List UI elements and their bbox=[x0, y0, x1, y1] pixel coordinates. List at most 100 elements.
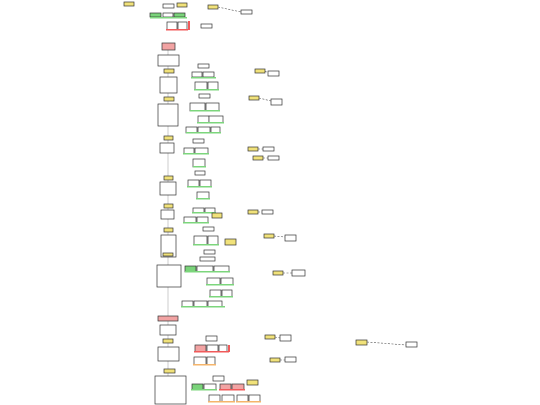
process-node[interactable] bbox=[218, 344, 228, 353]
note-node[interactable] bbox=[163, 368, 176, 374]
note-node[interactable] bbox=[163, 175, 174, 181]
note-node[interactable] bbox=[355, 339, 368, 346]
process-node[interactable] bbox=[267, 70, 280, 77]
process-node[interactable] bbox=[199, 179, 212, 188]
status-bar bbox=[150, 17, 187, 19]
note-node[interactable] bbox=[123, 1, 135, 7]
process-node[interactable] bbox=[202, 71, 215, 78]
process-node[interactable] bbox=[199, 256, 216, 262]
process-node[interactable] bbox=[177, 21, 188, 31]
process-node[interactable] bbox=[221, 394, 235, 403]
note-node[interactable] bbox=[224, 238, 237, 246]
success-node[interactable] bbox=[173, 12, 186, 18]
note-node[interactable] bbox=[263, 233, 275, 239]
note-node[interactable] bbox=[163, 68, 175, 74]
process-node[interactable] bbox=[212, 375, 225, 382]
note-node[interactable] bbox=[269, 357, 281, 363]
text-block[interactable] bbox=[159, 324, 177, 336]
error-bar bbox=[166, 29, 188, 31]
note-node[interactable] bbox=[248, 95, 260, 101]
process-node[interactable] bbox=[208, 394, 221, 403]
note-node[interactable] bbox=[272, 270, 284, 276]
note-node[interactable] bbox=[264, 334, 276, 340]
process-node[interactable] bbox=[162, 12, 174, 18]
text-block[interactable] bbox=[154, 375, 187, 405]
text-block[interactable] bbox=[157, 103, 179, 127]
process-node[interactable] bbox=[208, 115, 224, 124]
process-node[interactable] bbox=[205, 102, 220, 112]
process-node[interactable] bbox=[189, 102, 206, 112]
text-block[interactable] bbox=[159, 181, 177, 196]
error-node[interactable] bbox=[194, 344, 207, 353]
note-node[interactable] bbox=[162, 252, 174, 257]
process-node[interactable] bbox=[166, 21, 178, 31]
process-node[interactable] bbox=[191, 71, 203, 78]
text-block[interactable] bbox=[157, 54, 180, 67]
dashed-edge bbox=[273, 235, 286, 238]
process-node[interactable] bbox=[198, 93, 211, 99]
process-node[interactable] bbox=[284, 356, 297, 363]
status-bar bbox=[194, 89, 219, 91]
text-block[interactable] bbox=[160, 234, 177, 258]
process-node[interactable] bbox=[262, 146, 275, 152]
process-node[interactable] bbox=[205, 335, 218, 342]
process-node[interactable] bbox=[220, 277, 234, 286]
text-block[interactable] bbox=[159, 142, 175, 154]
text-block[interactable] bbox=[156, 264, 182, 288]
dashed-edge bbox=[217, 6, 242, 13]
note-node[interactable] bbox=[247, 209, 259, 215]
process-node[interactable] bbox=[193, 235, 208, 246]
process-node[interactable] bbox=[248, 394, 261, 403]
note-node[interactable] bbox=[163, 203, 174, 209]
error-node[interactable] bbox=[161, 42, 176, 51]
process-node[interactable] bbox=[279, 334, 292, 342]
note-node[interactable] bbox=[207, 4, 219, 10]
note-node[interactable] bbox=[247, 146, 259, 152]
process-node[interactable] bbox=[162, 3, 175, 9]
process-node[interactable] bbox=[197, 63, 210, 69]
note-node[interactable] bbox=[163, 227, 174, 233]
process-node[interactable] bbox=[200, 23, 213, 29]
process-node[interactable] bbox=[206, 356, 216, 366]
process-node[interactable] bbox=[405, 341, 418, 348]
warning-bar bbox=[193, 364, 216, 366]
process-node[interactable] bbox=[206, 277, 221, 286]
success-node[interactable] bbox=[149, 12, 162, 18]
process-node[interactable] bbox=[194, 81, 208, 91]
process-node[interactable] bbox=[284, 234, 297, 242]
note-node[interactable] bbox=[176, 2, 188, 8]
note-node[interactable] bbox=[252, 155, 264, 161]
process-node[interactable] bbox=[236, 394, 249, 403]
error-bar bbox=[194, 351, 229, 353]
text-block[interactable] bbox=[159, 76, 178, 94]
error-node[interactable] bbox=[157, 315, 179, 322]
note-node[interactable] bbox=[246, 379, 259, 386]
note-node[interactable] bbox=[254, 68, 266, 74]
process-node[interactable] bbox=[267, 155, 280, 161]
process-node[interactable] bbox=[209, 289, 222, 298]
note-node[interactable] bbox=[163, 96, 175, 102]
note-node[interactable] bbox=[162, 338, 174, 344]
process-node[interactable] bbox=[202, 226, 215, 232]
process-node[interactable] bbox=[206, 344, 219, 353]
process-node[interactable] bbox=[194, 170, 206, 176]
process-node[interactable] bbox=[207, 235, 219, 246]
process-node[interactable] bbox=[270, 98, 283, 106]
process-node[interactable] bbox=[240, 9, 253, 15]
note-node[interactable] bbox=[211, 212, 223, 219]
text-block[interactable] bbox=[160, 209, 175, 220]
process-node[interactable] bbox=[203, 249, 216, 255]
process-node[interactable] bbox=[261, 209, 274, 215]
process-node[interactable] bbox=[221, 289, 233, 298]
text-block[interactable] bbox=[157, 346, 180, 362]
process-node[interactable] bbox=[197, 115, 210, 124]
process-node[interactable] bbox=[192, 138, 205, 144]
process-node[interactable] bbox=[207, 81, 219, 91]
note-node[interactable] bbox=[163, 135, 174, 141]
process-node[interactable] bbox=[187, 179, 200, 188]
process-node[interactable] bbox=[291, 269, 306, 277]
process-node[interactable] bbox=[192, 158, 206, 168]
process-node[interactable] bbox=[196, 191, 210, 200]
process-node[interactable] bbox=[193, 356, 207, 366]
